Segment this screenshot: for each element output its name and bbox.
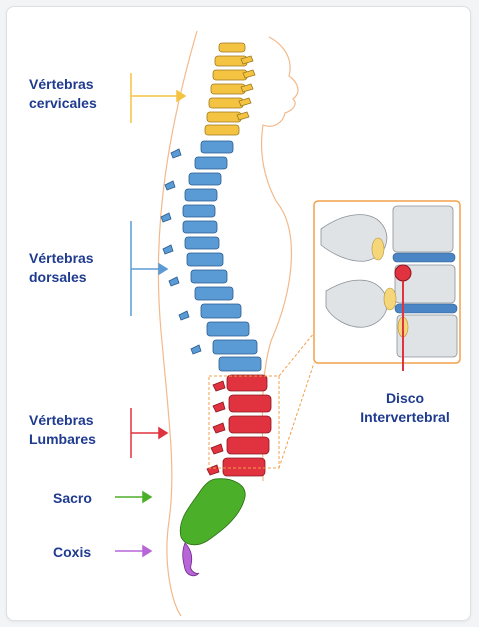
cervical-bracket (131, 73, 185, 123)
coccyx-arrow (115, 546, 151, 556)
sacrum-shape (180, 479, 245, 545)
face-outline (262, 37, 298, 481)
label-coccyx: Coxis (53, 543, 91, 562)
label-cervical: Vértebras cervicales (29, 75, 97, 113)
label-disc: Disco Intervertebral (335, 389, 471, 427)
label-lumbar: Vértebras Lumbares (29, 411, 96, 449)
label-disc-line1: Disco (335, 389, 471, 408)
label-dorsal-line1: Vértebras (29, 249, 94, 268)
arrow-right-icon (159, 264, 167, 274)
coccyx-shape (183, 543, 199, 576)
label-dorsal: Vértebras dorsales (29, 249, 94, 287)
label-lumbar-line2: Lumbares (29, 430, 96, 449)
sacrum-arrow (115, 492, 151, 502)
label-sacrum: Sacro (53, 489, 92, 508)
disc-callout (314, 201, 460, 371)
cervical-vertebrae (205, 43, 255, 135)
label-disc-line2: Intervertebral (335, 408, 471, 427)
dorsal-vertebrae (161, 141, 261, 371)
dorsal-bracket (131, 221, 167, 316)
diagram-card: Vértebras cervicales Vértebras dorsales … (6, 6, 471, 621)
arrow-right-icon (159, 428, 167, 438)
arrow-right-icon (143, 546, 151, 556)
arrow-right-icon (143, 492, 151, 502)
lumbar-bracket (131, 408, 167, 458)
label-lumbar-line1: Vértebras (29, 411, 96, 430)
label-cervical-line1: Vértebras (29, 75, 97, 94)
lumbar-vertebrae (207, 375, 271, 476)
label-dorsal-line2: dorsales (29, 268, 94, 287)
label-cervical-line2: cervicales (29, 94, 97, 113)
